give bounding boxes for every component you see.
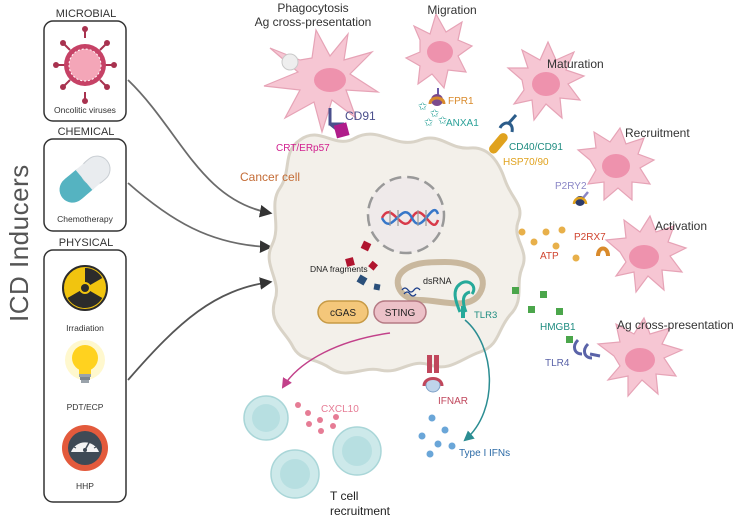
hmgb1-molecules-icon bbox=[512, 287, 573, 343]
dna-fragments-label: DNA fragments bbox=[310, 264, 368, 274]
p2ry2-receptor-icon bbox=[572, 191, 589, 206]
virus-icon bbox=[53, 26, 117, 104]
migration-label: Migration bbox=[427, 3, 476, 17]
arrow-physical-to-cell bbox=[127, 277, 273, 381]
t-cell-recruitment-line2: recruitment bbox=[330, 504, 391, 518]
fpr1-receptor-icon bbox=[428, 88, 446, 106]
maturation-label: Maturation bbox=[547, 57, 604, 71]
cgas-label: cGAS bbox=[330, 308, 356, 319]
inducer-label-hhp: HHP bbox=[76, 481, 94, 491]
t-cell-2 bbox=[332, 426, 382, 476]
arrow-chemical-to-cell bbox=[127, 182, 273, 253]
dsrna-label: dsRNA bbox=[423, 276, 452, 286]
anxa1-label: ANXA1 bbox=[446, 118, 479, 129]
section-header-chemical: CHEMICAL bbox=[58, 126, 115, 138]
svg-text:✩: ✩ bbox=[438, 115, 447, 127]
ag-cross-presentation-label: Ag cross-presentation bbox=[617, 318, 734, 332]
atp-label: ATP bbox=[540, 251, 559, 262]
anxa1-molecules-icon: ✩✩✩✩ bbox=[418, 101, 447, 129]
dendritic-cell-migration bbox=[404, 12, 474, 90]
p2rx7-label: P2RX7 bbox=[574, 232, 606, 243]
hsp70-90-icon bbox=[489, 133, 508, 154]
cd40-cd91-receptor-icon bbox=[498, 114, 518, 133]
nucleus bbox=[366, 175, 446, 255]
dendritic-cell-ag-cross-presentation bbox=[596, 316, 684, 398]
tlr3-receptor-icon bbox=[453, 280, 476, 318]
dna-fragments-icon bbox=[345, 240, 381, 291]
inducer-label-pdt-ecp: PDT/ECP bbox=[67, 402, 104, 412]
section-header-physical: PHYSICAL bbox=[59, 237, 113, 249]
sting-label: STING bbox=[385, 308, 416, 319]
p2rx7-receptor-icon bbox=[596, 246, 610, 257]
section-header-microbial: MICROBIAL bbox=[56, 8, 117, 20]
dsrna-icon bbox=[401, 287, 421, 297]
crt-erp57-icon bbox=[333, 122, 350, 139]
phagocytosis-subtitle: Ag cross-presentation bbox=[255, 15, 372, 29]
cancer-cell-label: Cancer cell bbox=[240, 170, 300, 184]
svg-text:✩: ✩ bbox=[424, 117, 433, 129]
svg-text:✩: ✩ bbox=[430, 108, 439, 120]
recruitment-label: Recruitment bbox=[625, 126, 690, 140]
cxcl10-label: CXCL10 bbox=[321, 404, 359, 415]
t-cell-3 bbox=[270, 449, 320, 499]
radiation-icon bbox=[62, 265, 108, 311]
activation-label: Activation bbox=[655, 219, 707, 233]
tlr4-label: TLR4 bbox=[545, 358, 570, 369]
dsrna-loop bbox=[394, 258, 486, 307]
dna-double-helix-icon bbox=[380, 209, 440, 227]
atp-molecules-icon bbox=[518, 226, 580, 262]
ifnar-receptor-icon bbox=[422, 355, 444, 393]
arrow-microbial-to-cell bbox=[127, 79, 273, 218]
dendritic-cell-recruitment bbox=[576, 126, 656, 202]
type-i-ifns-label: Type I IFNs bbox=[459, 448, 510, 459]
cxcl10-molecules-icon bbox=[295, 402, 339, 434]
phagocytosis-title: Phagocytosis bbox=[277, 1, 348, 15]
dendritic-cell-maturation bbox=[506, 40, 586, 122]
cd91-label: CD91 bbox=[345, 109, 376, 123]
cgas-pill: cGAS bbox=[317, 300, 369, 324]
dendritic-cell-phagocytosis bbox=[263, 28, 381, 135]
p2ry2-label: P2RY2 bbox=[555, 181, 587, 192]
svg-text:✩: ✩ bbox=[418, 101, 427, 113]
t-cell-1 bbox=[243, 395, 289, 441]
pill-capsule-icon bbox=[59, 155, 111, 203]
inducer-label-oncolitic-viruses: Oncolitic viruses bbox=[54, 105, 116, 115]
fpr1-label: FPR1 bbox=[448, 96, 474, 107]
tlr4-receptor-icon bbox=[573, 338, 601, 360]
sidebar-title: ICD Inducers bbox=[4, 164, 34, 322]
inducer-label-chemotherapy: Chemotherapy bbox=[57, 214, 114, 224]
cancer-cell-membrane bbox=[267, 132, 526, 375]
hsp70-90-label: HSP70/90 bbox=[503, 157, 549, 168]
crt-erp57-label: CRT/ERp57 bbox=[276, 143, 330, 154]
pressure-gauge-icon bbox=[62, 425, 108, 471]
tlr3-label: TLR3 bbox=[474, 310, 497, 321]
dendritic-cell-activation bbox=[604, 214, 688, 294]
arrow-to-type-i-ifns bbox=[463, 319, 491, 442]
light-bulb-icon bbox=[65, 340, 105, 383]
hmgb1-label: HMGB1 bbox=[540, 322, 576, 333]
arrow-to-cxcl10 bbox=[281, 332, 391, 389]
cd40-cd91-label: CD40/CD91 bbox=[509, 142, 563, 153]
t-cell-recruitment-line1: T cell bbox=[330, 489, 358, 503]
inducer-label-irradiation: Irradiation bbox=[66, 323, 104, 333]
sting-pill: STING bbox=[373, 300, 427, 324]
ifnar-label: IFNAR bbox=[438, 396, 468, 407]
type-i-ifns-molecules-icon bbox=[418, 414, 456, 458]
